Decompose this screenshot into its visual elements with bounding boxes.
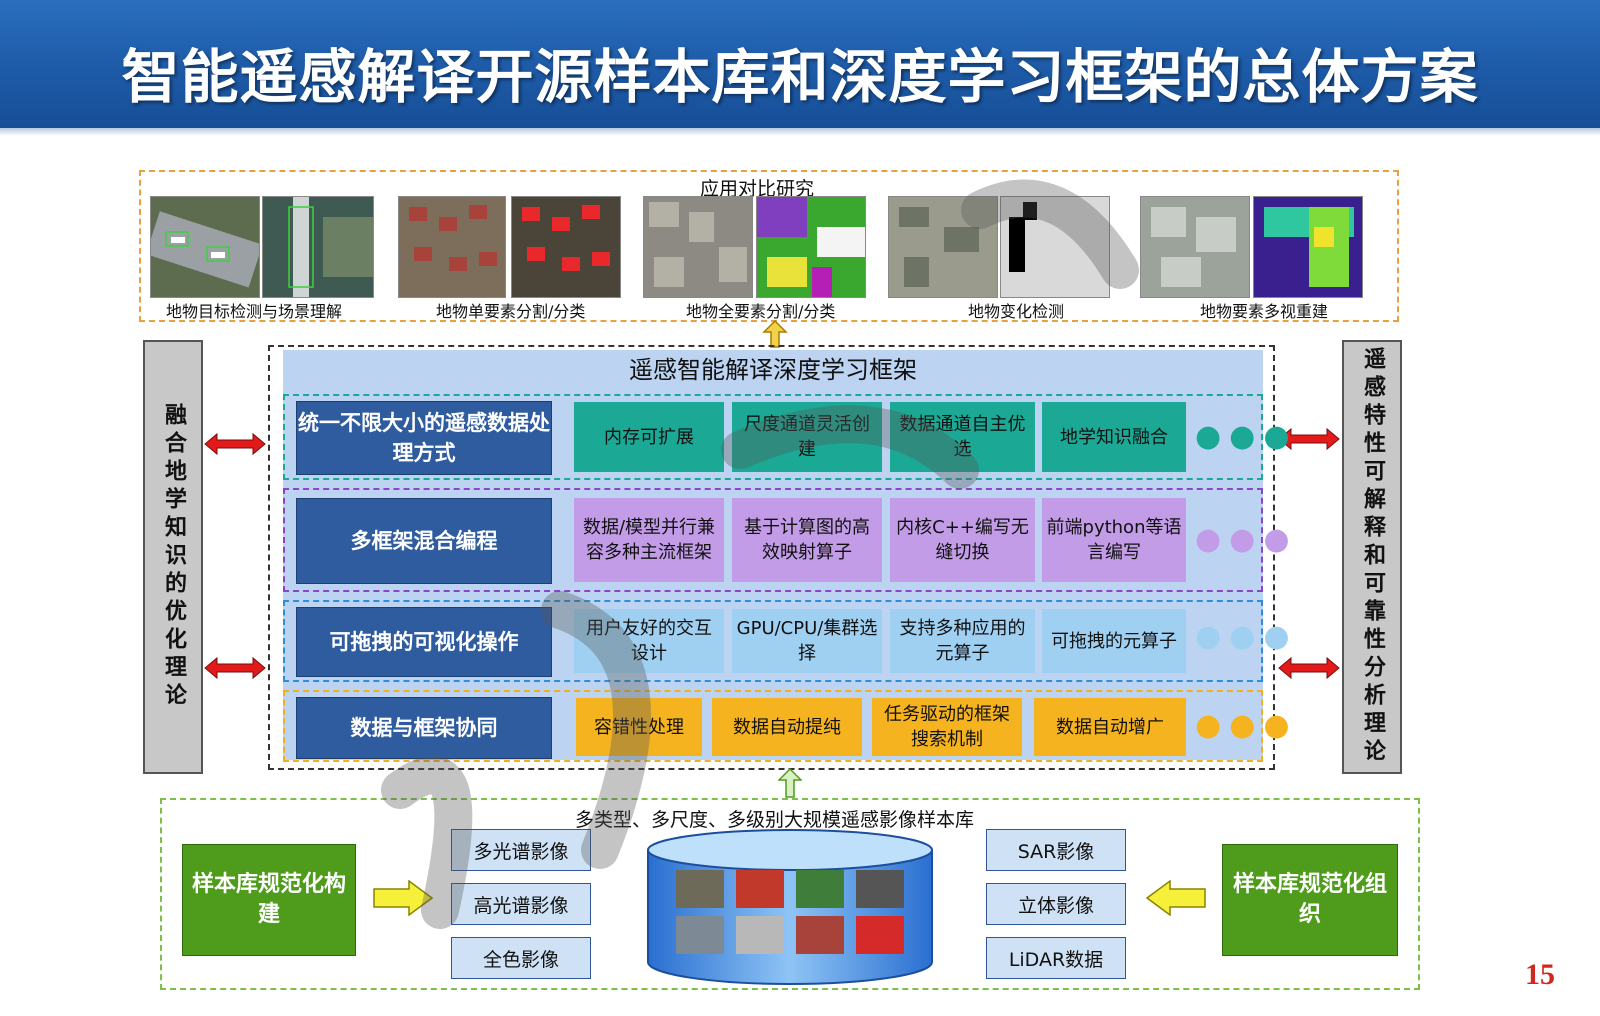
full-element-image-2 — [756, 196, 866, 298]
library-build-box: 样本库规范化构建 — [182, 844, 356, 956]
row-1-cell-2: 尺度通道灵活创建 — [732, 402, 882, 472]
title-banner — [0, 0, 1600, 128]
row-4-cell-2: 数据自动提纯 — [712, 698, 862, 756]
row-2-cell-4: 前端python等语言编写 — [1042, 498, 1186, 582]
caption-single-element: 地物单要素分割/分类 — [436, 302, 586, 321]
row-4-cell-4: 数据自动增广 — [1034, 698, 1186, 756]
sample-library-box — [160, 798, 1420, 990]
single-element-image-2 — [511, 196, 621, 298]
row-3-cell-4: 可拖拽的元算子 — [1042, 609, 1186, 673]
library-organize-box: 样本库规范化组织 — [1222, 844, 1398, 956]
double-arrow-right-top-icon — [1278, 427, 1340, 451]
double-arrow-left-bottom-icon — [204, 656, 266, 680]
row-4-more-dots: ●●● — [1195, 708, 1298, 743]
caption-full-element: 地物全要素分割/分类 — [686, 302, 836, 321]
row-2-cell-2: 基于计算图的高效映射算子 — [732, 498, 882, 582]
row-3-cell-2: GPU/CPU/集群选择 — [732, 609, 882, 673]
row-3-label: 可拖拽的可视化操作 — [296, 607, 552, 677]
stereo-image-type: 立体影像 — [986, 883, 1126, 925]
double-arrow-right-bottom-icon — [1278, 656, 1340, 680]
row-3-cell-3: 支持多种应用的元算子 — [890, 609, 1035, 673]
reconstruction-image-2 — [1253, 196, 1363, 298]
hyperspectral-image-type: 高光谱影像 — [451, 883, 591, 925]
arrow-right-icon — [373, 880, 433, 916]
framework-row-4 — [283, 690, 1263, 762]
caption-change-detection: 地物变化检测 — [968, 302, 1065, 321]
row-1-cell-4: 地学知识融合 — [1042, 402, 1186, 472]
double-arrow-left-top-icon — [204, 432, 266, 456]
detection-image-2 — [262, 196, 374, 298]
arrow-up-to-applications-icon — [762, 320, 788, 348]
change-detection-image-1 — [888, 196, 998, 298]
framework-row-1 — [283, 394, 1263, 480]
sample-library-title: 多类型、多尺度、多级别大规模遥感影像样本库 — [575, 809, 975, 831]
row-2-more-dots: ●●● — [1195, 522, 1298, 557]
right-side-text: 遥感特性可解释和可靠性分析理论 — [1360, 347, 1385, 767]
row-3-cell-1: 用户友好的交互设计 — [574, 609, 724, 673]
right-side-theory: 遥感特性可解释和可靠性分析理论 — [1342, 340, 1402, 774]
row-2-cell-1: 数据/模型并行兼容多种主流框架 — [574, 498, 724, 582]
caption-reconstruction: 地物要素多视重建 — [1200, 302, 1329, 321]
full-element-image-1 — [643, 196, 753, 298]
row-1-more-dots: ●●● — [1195, 419, 1298, 454]
row-4-cell-3: 任务驱动的框架搜索机制 — [872, 698, 1022, 756]
reconstruction-image-1 — [1140, 196, 1250, 298]
change-detection-image-2 — [1000, 196, 1110, 298]
slide-title: 智能遥感解译开源样本库和深度学习框架的总体方案 — [121, 43, 1479, 111]
banner-divider — [0, 128, 1600, 136]
row-4-label: 数据与框架协同 — [296, 697, 552, 759]
arrow-left-icon — [1146, 880, 1206, 916]
framework-title: 遥感智能解译深度学习框架 — [629, 356, 917, 384]
single-element-image-1 — [398, 196, 506, 298]
lidar-data-type: LiDAR数据 — [986, 937, 1126, 979]
application-heading: 应用对比研究 — [700, 178, 815, 200]
multispectral-image-type: 多光谱影像 — [451, 829, 591, 871]
application-box — [139, 170, 1399, 322]
row-1-cell-1: 内存可扩展 — [574, 402, 724, 472]
left-side-theory: 融合地学知识的优化理论 — [143, 340, 203, 774]
caption-detection: 地物目标检测与场景理解 — [166, 302, 343, 321]
framework-row-3 — [283, 600, 1263, 682]
left-side-text: 融合地学知识的优化理论 — [161, 403, 186, 711]
row-2-cell-3: 内核C++编写无缝切换 — [890, 498, 1035, 582]
page-number: 15 — [1525, 958, 1555, 991]
row-1-label: 统一不限大小的遥感数据处理方式 — [296, 401, 552, 475]
row-2-label: 多框架混合编程 — [296, 498, 552, 584]
sar-image-type: SAR影像 — [986, 829, 1126, 871]
detection-image-1 — [150, 196, 260, 298]
row-3-more-dots: ●●● — [1195, 619, 1298, 654]
database-cylinder-icon — [647, 829, 933, 985]
row-4-cell-1: 容错性处理 — [576, 698, 702, 756]
framework-row-2 — [283, 488, 1263, 592]
panchromatic-image-type: 全色影像 — [451, 937, 591, 979]
arrow-up-to-framework-icon — [778, 768, 802, 798]
framework-outline — [268, 345, 1275, 770]
row-1-cell-3: 数据通道自主优选 — [890, 402, 1035, 472]
